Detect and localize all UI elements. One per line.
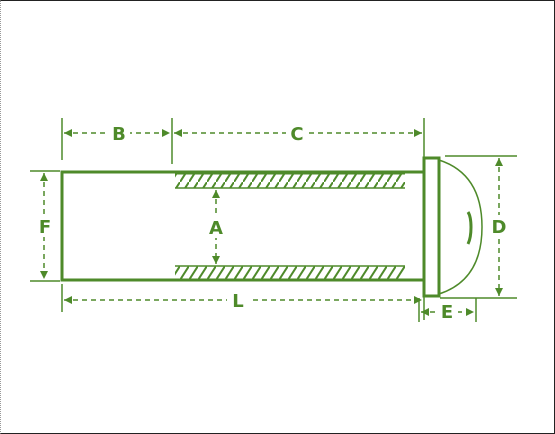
thread-upper bbox=[175, 174, 405, 188]
head-recess bbox=[466, 211, 473, 245]
label-D: D bbox=[492, 217, 507, 238]
domed-head bbox=[438, 159, 483, 295]
label-A: A bbox=[209, 218, 223, 239]
label-F: F bbox=[39, 217, 51, 238]
label-E: E bbox=[441, 302, 453, 323]
label-B: B bbox=[112, 124, 126, 145]
label-L: L bbox=[232, 291, 243, 312]
thread-lower bbox=[175, 266, 405, 280]
label-C: C bbox=[290, 124, 303, 145]
head-flange bbox=[422, 156, 441, 298]
